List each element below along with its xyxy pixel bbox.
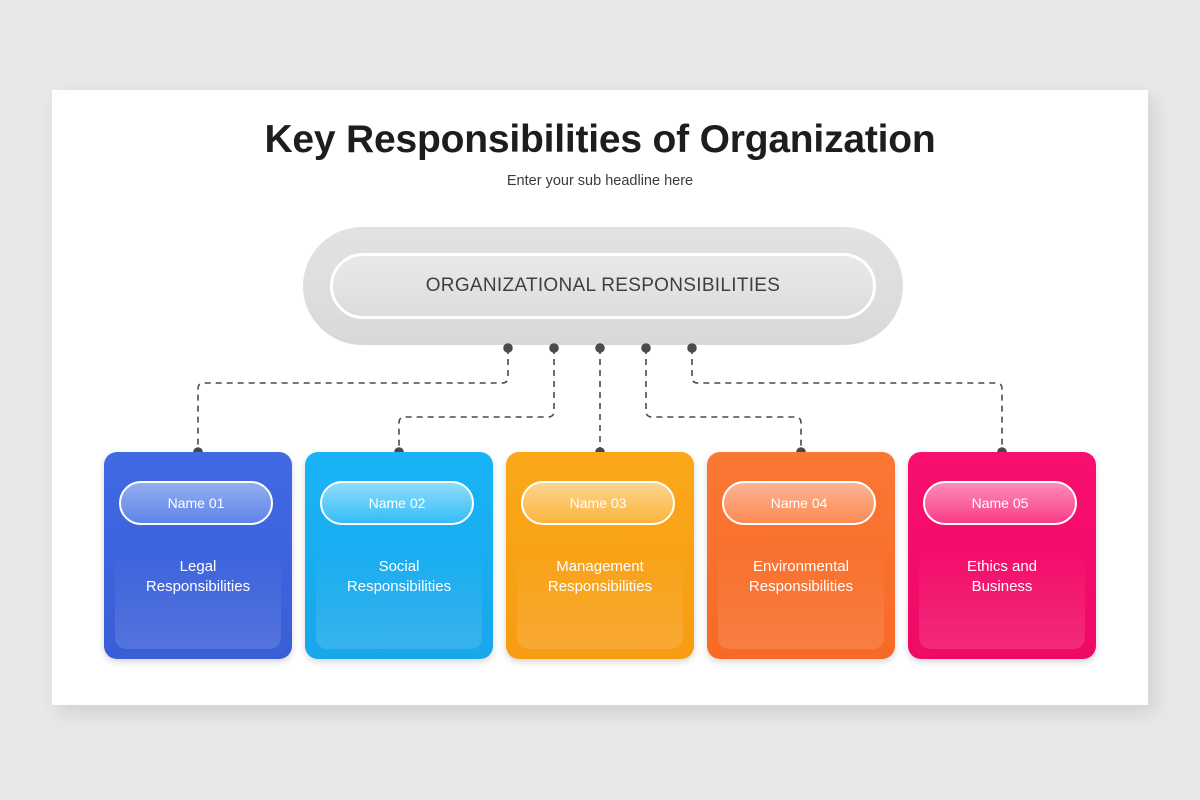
card-badge-4[interactable]: Name 04 <box>722 481 876 525</box>
connector-path-2 <box>398 348 555 452</box>
card-badge-label: Name 02 <box>368 495 426 511</box>
connector-path-1 <box>197 348 509 452</box>
card-title-line-1: Management <box>556 558 644 575</box>
connector-path-4 <box>645 348 802 452</box>
card-title-line-2: Responsibilities <box>346 578 452 595</box>
page-subtitle: Enter your sub headline here <box>506 173 694 189</box>
card-title-1: Legal Responsibilities <box>110 557 286 597</box>
connector-path-5 <box>691 348 1003 452</box>
node-card-3[interactable]: Name 03 Management Responsibilities <box>506 452 694 659</box>
node-card-2[interactable]: Name 02 Social Responsibilities <box>305 452 493 659</box>
card-title-line-2: Business <box>971 578 1033 595</box>
card-badge-label: Name 01 <box>167 495 225 511</box>
root-node-label: ORGANIZATIONAL RESPONSIBILITIES <box>425 275 781 296</box>
node-card-5[interactable]: Name 05 Ethics and Business <box>908 452 1096 659</box>
node-card-1[interactable]: Name 01 Legal Responsibilities <box>104 452 292 659</box>
slide-panel: Key Responsibilities of Organization Ent… <box>52 90 1148 705</box>
card-badge-3[interactable]: Name 03 <box>521 481 675 525</box>
node-card-4[interactable]: Name 04 Environmental Responsibilities <box>707 452 895 659</box>
card-title-3: Management Responsibilities <box>512 557 688 597</box>
card-title-line-1: Legal <box>179 558 217 575</box>
root-node[interactable]: ORGANIZATIONAL RESPONSIBILITIES <box>303 227 903 345</box>
card-title-2: Social Responsibilities <box>311 557 487 597</box>
card-title-4: Environmental Responsibilities <box>713 557 889 597</box>
card-badge-label: Name 05 <box>971 495 1029 511</box>
card-title-line-1: Environmental <box>753 558 849 575</box>
card-title-line-2: Responsibilities <box>547 578 653 595</box>
card-title-line-1: Social <box>378 558 420 575</box>
root-node-inner-frame: ORGANIZATIONAL RESPONSIBILITIES <box>330 253 876 319</box>
card-title-5: Ethics and Business <box>914 557 1090 597</box>
cards-row: Name 01 Legal Responsibilities Name 02 S… <box>52 452 1148 662</box>
card-title-line-1: Ethics and <box>966 558 1038 575</box>
card-badge-label: Name 03 <box>569 495 627 511</box>
card-badge-1[interactable]: Name 01 <box>119 481 273 525</box>
card-badge-label: Name 04 <box>770 495 828 511</box>
connector-dot-group <box>193 343 1007 457</box>
card-title-line-2: Responsibilities <box>748 578 854 595</box>
card-title-line-2: Responsibilities <box>145 578 251 595</box>
page-title: Key Responsibilities of Organization <box>264 118 936 161</box>
card-badge-5[interactable]: Name 05 <box>923 481 1077 525</box>
card-badge-2[interactable]: Name 02 <box>320 481 474 525</box>
